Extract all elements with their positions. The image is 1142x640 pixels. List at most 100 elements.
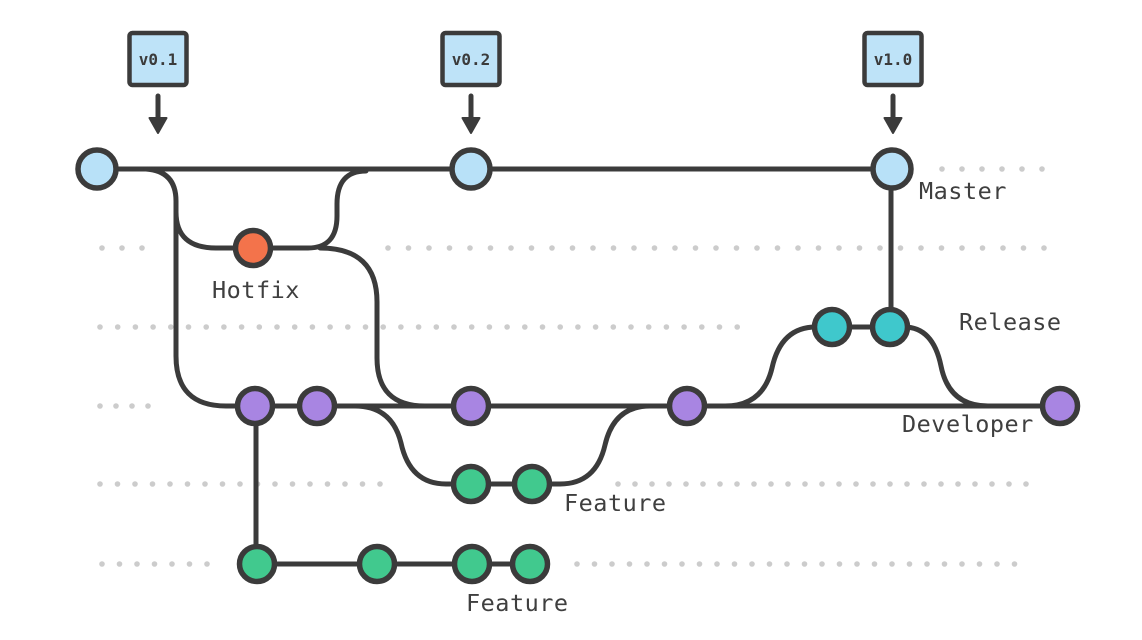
lane-dot-hotfix	[446, 245, 453, 251]
lane-dot-feature-1	[1006, 481, 1012, 487]
lane-dot-hotfix	[99, 245, 105, 251]
lane-dot-master	[999, 166, 1005, 172]
edge-hotfix-to-developer	[317, 245, 428, 409]
lane-dot-feature-2	[134, 561, 140, 567]
lane-dot-feature-2	[836, 561, 843, 567]
lane-dot-feature-1	[324, 481, 331, 487]
lane-dot-feature-2	[941, 561, 948, 567]
lane-dot-feature-1	[219, 481, 226, 487]
lane-dot-feature-1	[836, 481, 842, 487]
lane-dot-hotfix	[815, 245, 822, 251]
lane-dot-hotfix	[487, 245, 494, 251]
branch-label-developer: Developer	[902, 410, 1034, 438]
lane-dot-feature-2	[994, 561, 1000, 567]
lane-dot-feature-1	[955, 481, 961, 487]
commit-node-release	[811, 306, 853, 348]
version-tag-box	[440, 30, 502, 88]
lane-dot-hotfix	[569, 245, 576, 251]
edge-feature-upper-loop	[352, 403, 653, 487]
lane-dot-feature-2	[784, 561, 790, 567]
lane-dot-feature-1	[202, 481, 208, 487]
lane-dot-release	[291, 324, 298, 330]
lane-dot-feature-1	[167, 481, 173, 487]
lane-dot-feature-2	[889, 561, 895, 567]
commit-node-master	[870, 147, 914, 191]
lane-dot-release	[114, 324, 121, 330]
branch-label-release: Release	[959, 308, 1062, 336]
lane-dot-feature-1	[289, 481, 296, 487]
lane-dot-feature-1	[870, 481, 876, 487]
lane-dot-release	[610, 324, 617, 330]
version-tag-label: v0.1	[139, 50, 178, 69]
lane-dot-hotfix	[692, 245, 699, 251]
lane-dot-feature-1	[853, 481, 859, 487]
version-tag-label: v0.2	[452, 50, 491, 69]
lane-dot-feature-2	[626, 561, 633, 567]
lane-dot-master	[1039, 166, 1045, 172]
lane-dot-feature-2	[644, 561, 650, 567]
lane-dot-hotfix	[713, 245, 719, 251]
lane-dot-developer	[113, 403, 119, 409]
lane-dot-hotfix	[897, 245, 904, 251]
lane-dot-feature-2	[116, 561, 123, 567]
edge-release-to-developer	[887, 324, 991, 409]
lane-dot-developer	[97, 403, 103, 409]
lane-dot-feature-2	[819, 561, 825, 567]
edge-master-to-developer	[143, 166, 1063, 409]
lane-dot-release	[663, 324, 670, 330]
commit-node-feature	[450, 463, 492, 505]
lane-dot-feature-1	[272, 481, 278, 487]
lane-dot-hotfix	[1000, 245, 1006, 251]
lane-dot-release	[345, 324, 351, 330]
lane-dot-release	[557, 324, 563, 330]
version-tag-box	[862, 30, 924, 88]
lane-dot-feature-2	[714, 561, 720, 567]
lane-dot-release	[486, 324, 493, 330]
lane-dot-feature-1	[649, 481, 655, 487]
lane-dot-release	[592, 324, 599, 330]
lane-dot-feature-2	[976, 561, 983, 567]
commit-node-feature	[511, 463, 553, 505]
lane-dot-hotfix	[508, 245, 514, 251]
lane-dot-release	[362, 324, 369, 330]
version-tag-box	[127, 30, 189, 88]
lane-dot-feature-1	[768, 481, 774, 487]
lane-dot-hotfix	[856, 245, 863, 251]
branch-label-master: Master	[919, 177, 1007, 205]
lane-dot-hotfix	[119, 245, 125, 251]
lane-dot-feature-1	[632, 481, 638, 487]
lane-dot-feature-1	[751, 481, 757, 487]
lane-dot-feature-2	[661, 561, 668, 567]
lane-dot-hotfix	[405, 245, 412, 251]
lane-dot-feature-2	[854, 561, 860, 567]
lane-dot-developer	[145, 403, 151, 409]
lane-dot-feature-2	[906, 561, 913, 567]
commit-node-feature	[236, 543, 278, 585]
edge-release-branch-off	[722, 324, 893, 409]
lane-dot-hotfix	[754, 245, 760, 251]
lane-dot-hotfix	[877, 245, 883, 251]
lane-dot-feature-2	[696, 561, 703, 567]
lane-dot-hotfix	[1041, 245, 1047, 251]
lane-dot-release	[238, 324, 245, 330]
lane-dot-release	[575, 324, 581, 330]
lane-dot-master	[959, 166, 965, 172]
lane-dot-feature-2	[731, 561, 738, 567]
lane-dot-hotfix	[528, 245, 535, 251]
lane-dot-feature-1	[700, 481, 706, 487]
lane-dot-feature-2	[574, 561, 580, 567]
commit-node-feature	[509, 543, 551, 585]
lane-dot-hotfix	[795, 245, 801, 251]
lane-dot-hotfix	[672, 245, 678, 251]
lane-dot-release	[628, 324, 634, 330]
lane-dot-release	[716, 324, 723, 330]
branch-label-feature: Feature	[564, 489, 667, 517]
lane-dot-release	[256, 324, 263, 330]
lane-dot-feature-1	[683, 481, 689, 487]
lane-dot-feature-2	[801, 561, 808, 567]
lane-dot-feature-2	[766, 561, 773, 567]
lane-dot-hotfix	[385, 245, 391, 251]
lane-dot-hotfix	[590, 245, 596, 251]
